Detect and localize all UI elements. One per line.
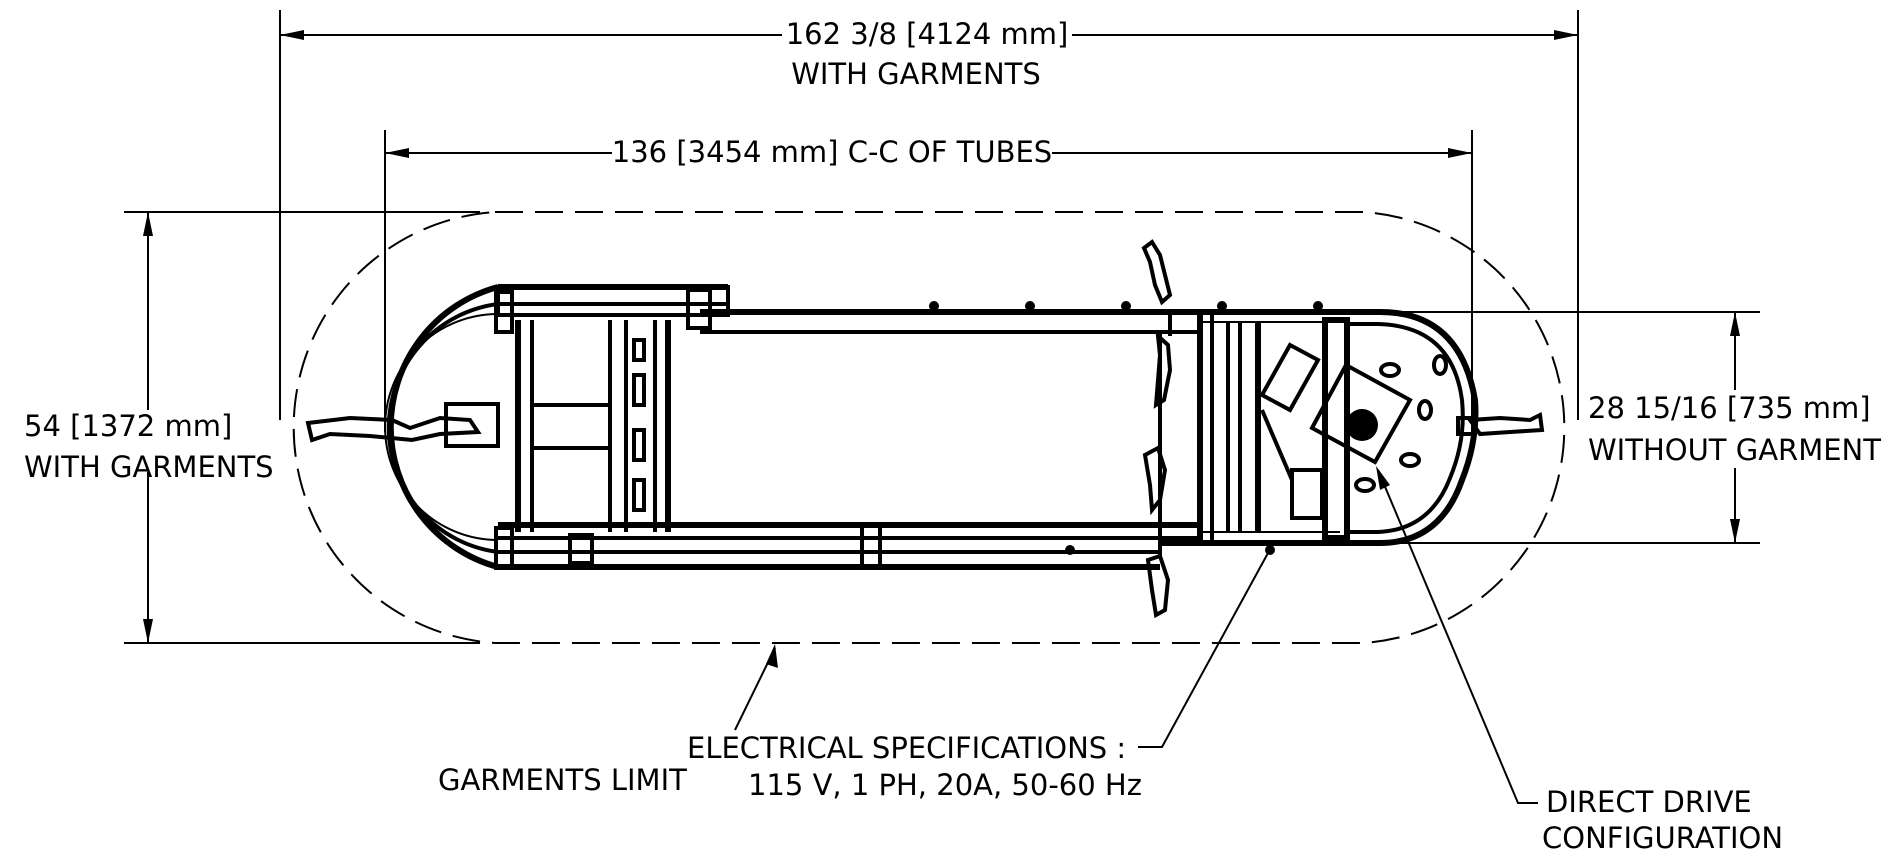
garments-limit-callout: GARMENTS LIMIT: [438, 644, 778, 797]
overall-width-dimension: 54 [1372 mm] WITH GARMENTS: [24, 211, 480, 644]
electrical-callout: ELECTRICAL SPECIFICATIONS : 115 V, 1 PH,…: [687, 552, 1269, 802]
direct-drive-label-1: DIRECT DRIVE: [1546, 785, 1752, 819]
conveyor-frame: [305, 239, 1545, 619]
direct-drive-callout: DIRECT DRIVE CONFIGURATION: [1376, 466, 1783, 855]
garments-limit-label: GARMENTS LIMIT: [438, 763, 687, 797]
garments-limit-outline: [292, 211, 1566, 644]
inner-width-note: WITHOUT GARMENT: [1588, 433, 1881, 467]
tube-spacing-dimension: 136 [3454 mm] C-C OF TUBES: [384, 130, 1473, 432]
tube-spacing-label: 136 [3454 mm] C-C OF TUBES: [612, 135, 1052, 169]
overall-width-label: 54 [1372 mm]: [24, 409, 232, 443]
direct-drive-label-2: CONFIGURATION: [1542, 821, 1783, 855]
overall-length-label: 162 3/8 [4124 mm]: [786, 17, 1069, 51]
overall-length-note: WITH GARMENTS: [791, 57, 1041, 91]
electrical-value: 115 V, 1 PH, 20A, 50-60 Hz: [748, 768, 1142, 802]
inner-width-label: 28 15/16 [735 mm]: [1588, 391, 1871, 425]
inner-width-dimension: 28 15/16 [735 mm] WITHOUT GARMENT: [1400, 311, 1881, 544]
overall-width-note: WITH GARMENTS: [24, 450, 274, 484]
electrical-title: ELECTRICAL SPECIFICATIONS :: [687, 731, 1126, 765]
overall-length-dimension: 162 3/8 [4124 mm] WITH GARMENTS: [279, 10, 1579, 420]
